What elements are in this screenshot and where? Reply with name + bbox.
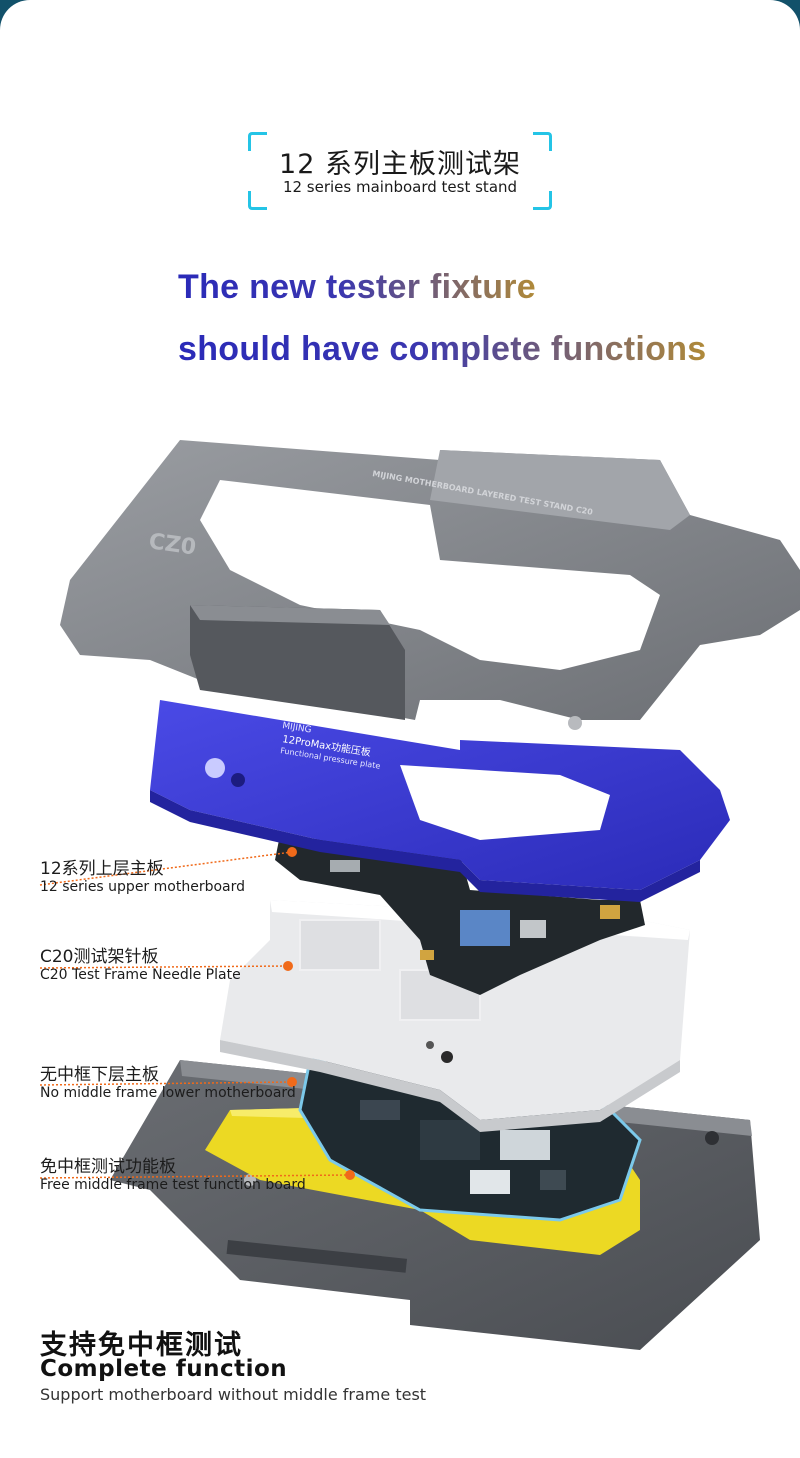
label-function-board-cn: 免中框测试功能板 xyxy=(40,1157,176,1177)
pointer-dot-icon xyxy=(345,1170,355,1180)
label-lower-motherboard-en: No middle frame lower motherboard xyxy=(40,1085,296,1101)
badge-title-en: 12 series mainboard test stand xyxy=(282,178,518,196)
footer-subtitle: Support motherboard without middle frame… xyxy=(40,1385,427,1404)
pointer-dot-icon xyxy=(287,1077,297,1087)
bracket-corner-icon xyxy=(248,132,267,151)
label-lower-motherboard-cn: 无中框下层主板 xyxy=(40,1065,159,1085)
label-upper-motherboard-en: 12 series upper motherboard xyxy=(40,879,246,895)
badge-title-cn: 12 系列主板测试架 xyxy=(279,149,521,180)
footer-title: Complete function xyxy=(40,1356,288,1382)
title-badge: 12 系列主板测试架 12 series mainboard test stan… xyxy=(248,132,552,210)
top-frame: CZ0 MIJING MOTHERBOARD LAYERED TEST STAN… xyxy=(60,440,800,730)
pointer-dot-icon xyxy=(283,961,293,971)
bracket-corner-icon xyxy=(533,191,552,210)
pointer-dot-icon xyxy=(287,847,297,857)
label-upper-motherboard-cn: 12系列上层主板 xyxy=(40,859,164,879)
footer-title-cn: 支持免中框测试 xyxy=(40,1330,243,1361)
headline-line-2: should have complete functions xyxy=(178,330,707,368)
label-function-board-en: Free middle frame test function board xyxy=(40,1177,306,1193)
bracket-corner-icon xyxy=(248,191,267,210)
pressure-plate: MIJING 12ProMax功能压板 Functional pressure … xyxy=(150,700,730,902)
pressure-plate-brand: MIJING xyxy=(282,721,313,735)
label-needle-plate-en: C20 Test Frame Needle Plate xyxy=(40,967,241,983)
label-needle-plate-cn: C20测试架针板 xyxy=(40,947,159,967)
bracket-corner-icon xyxy=(533,132,552,151)
headline-line-1: The new tester fixture xyxy=(178,268,537,306)
upper-motherboard xyxy=(275,835,645,995)
product-exploded-view: MIJING 12ProMax功能压板 Functional pressure … xyxy=(39,440,800,1350)
callout-pointers xyxy=(39,847,355,1180)
